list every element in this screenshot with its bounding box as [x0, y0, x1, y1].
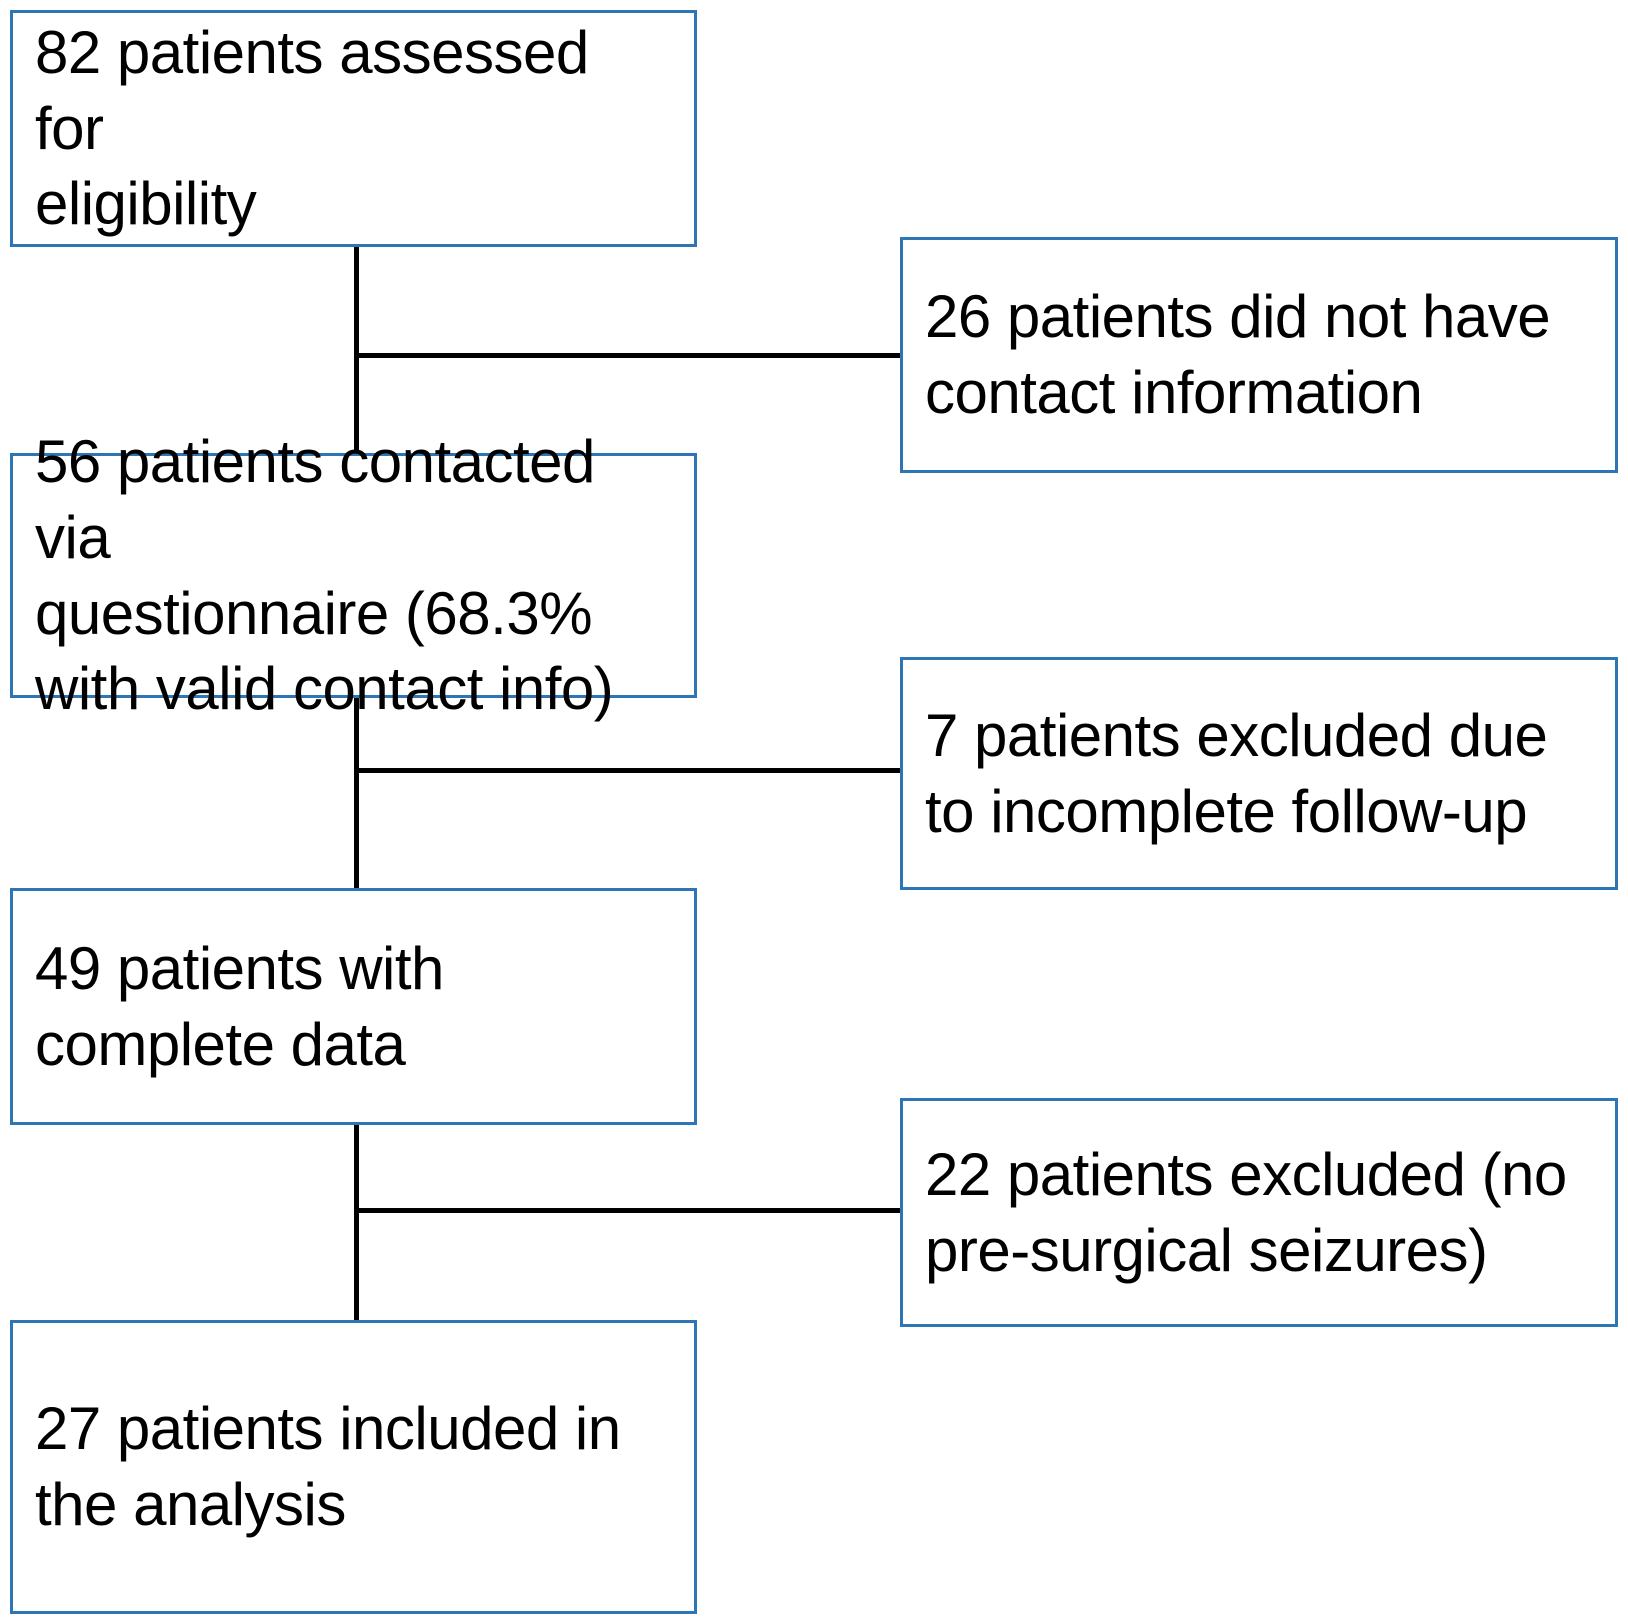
- node-included-label: 27 patients included in the analysis: [35, 1395, 621, 1538]
- node-assessed-label: 82 patients assessed for eligibility: [35, 19, 589, 238]
- node-assessed-for-eligibility: 82 patients assessed for eligibility: [10, 10, 697, 247]
- node-incomplete-label: 7 patients excluded due to incomplete fo…: [925, 701, 1548, 845]
- node-included-in-analysis: 27 patients included in the analysis: [10, 1320, 697, 1614]
- node-no-seizures-label: 22 patients excluded (no pre-surgical se…: [925, 1140, 1567, 1284]
- node-contacted-via-questionnaire: 56 patients contacted via questionnaire …: [10, 428, 697, 722]
- node-excluded-no-contact-information: 26 patients did not have contact informa…: [900, 237, 1618, 473]
- connector-branch-to-no-contact: [354, 353, 902, 358]
- connector-complete-to-included: [354, 1123, 359, 1324]
- node-no-contact-label: 26 patients did not have contact informa…: [925, 283, 1551, 426]
- node-complete-label: 49 patients with complete data: [35, 934, 444, 1078]
- node-complete-data: 49 patients with complete data: [10, 888, 697, 1125]
- node-contacted-label: 56 patients contacted via questionnaire …: [35, 428, 614, 723]
- connector-assessed-to-contacted: [354, 245, 359, 457]
- connector-contacted-to-complete: [354, 696, 359, 892]
- connector-branch-to-incomplete: [354, 768, 902, 773]
- node-excluded-incomplete-follow-up: 7 patients excluded due to incomplete fo…: [900, 657, 1618, 890]
- connector-branch-to-no-seizures: [354, 1208, 902, 1213]
- node-excluded-no-pre-surgical-seizures: 22 patients excluded (no pre-surgical se…: [900, 1098, 1618, 1327]
